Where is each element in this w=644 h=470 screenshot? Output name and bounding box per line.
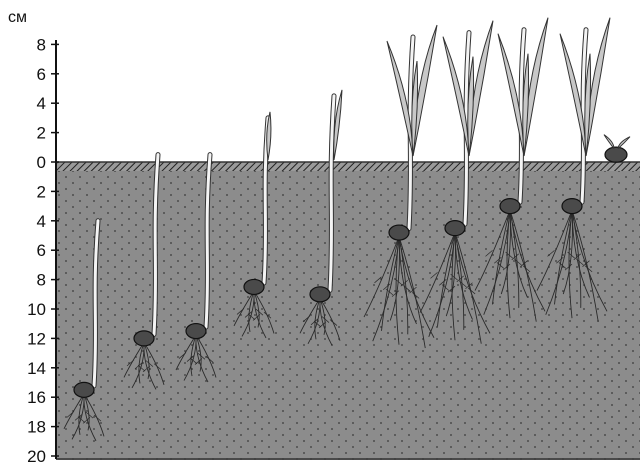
axis-tick-label: 6 <box>37 65 46 84</box>
seed <box>134 331 154 346</box>
leaf <box>604 135 614 149</box>
seed <box>74 382 94 397</box>
axis-tick-label: 12 <box>27 329 46 348</box>
seed <box>244 279 264 294</box>
axis-tick-label: 4 <box>37 94 46 113</box>
seed <box>605 147 627 162</box>
axis-tick-label: 10 <box>27 300 46 319</box>
axis-tick-label: 0 <box>37 153 46 172</box>
seed <box>445 221 465 236</box>
axis-tick-label: 4 <box>37 212 46 231</box>
axis-tick-label: 8 <box>37 271 46 290</box>
axis-tick-label: 2 <box>37 124 46 143</box>
axis-tick-label: 8 <box>37 35 46 54</box>
seed <box>389 225 409 240</box>
axis-tick-label: 16 <box>27 388 46 407</box>
seedling <box>604 135 630 163</box>
axis-tick-label: 6 <box>37 241 46 260</box>
axis-tick-label: 2 <box>37 182 46 201</box>
soil-area <box>56 170 640 460</box>
leaf <box>618 137 630 149</box>
soil-surface <box>56 162 640 171</box>
seed <box>310 287 330 302</box>
axis-unit-label: см <box>8 9 27 26</box>
seed <box>562 199 582 214</box>
axis-tick-label: 14 <box>27 359 46 378</box>
seed <box>500 199 520 214</box>
seed <box>186 324 206 339</box>
axis-tick-label: 20 <box>27 447 46 465</box>
axis-tick-label: 18 <box>27 418 46 437</box>
